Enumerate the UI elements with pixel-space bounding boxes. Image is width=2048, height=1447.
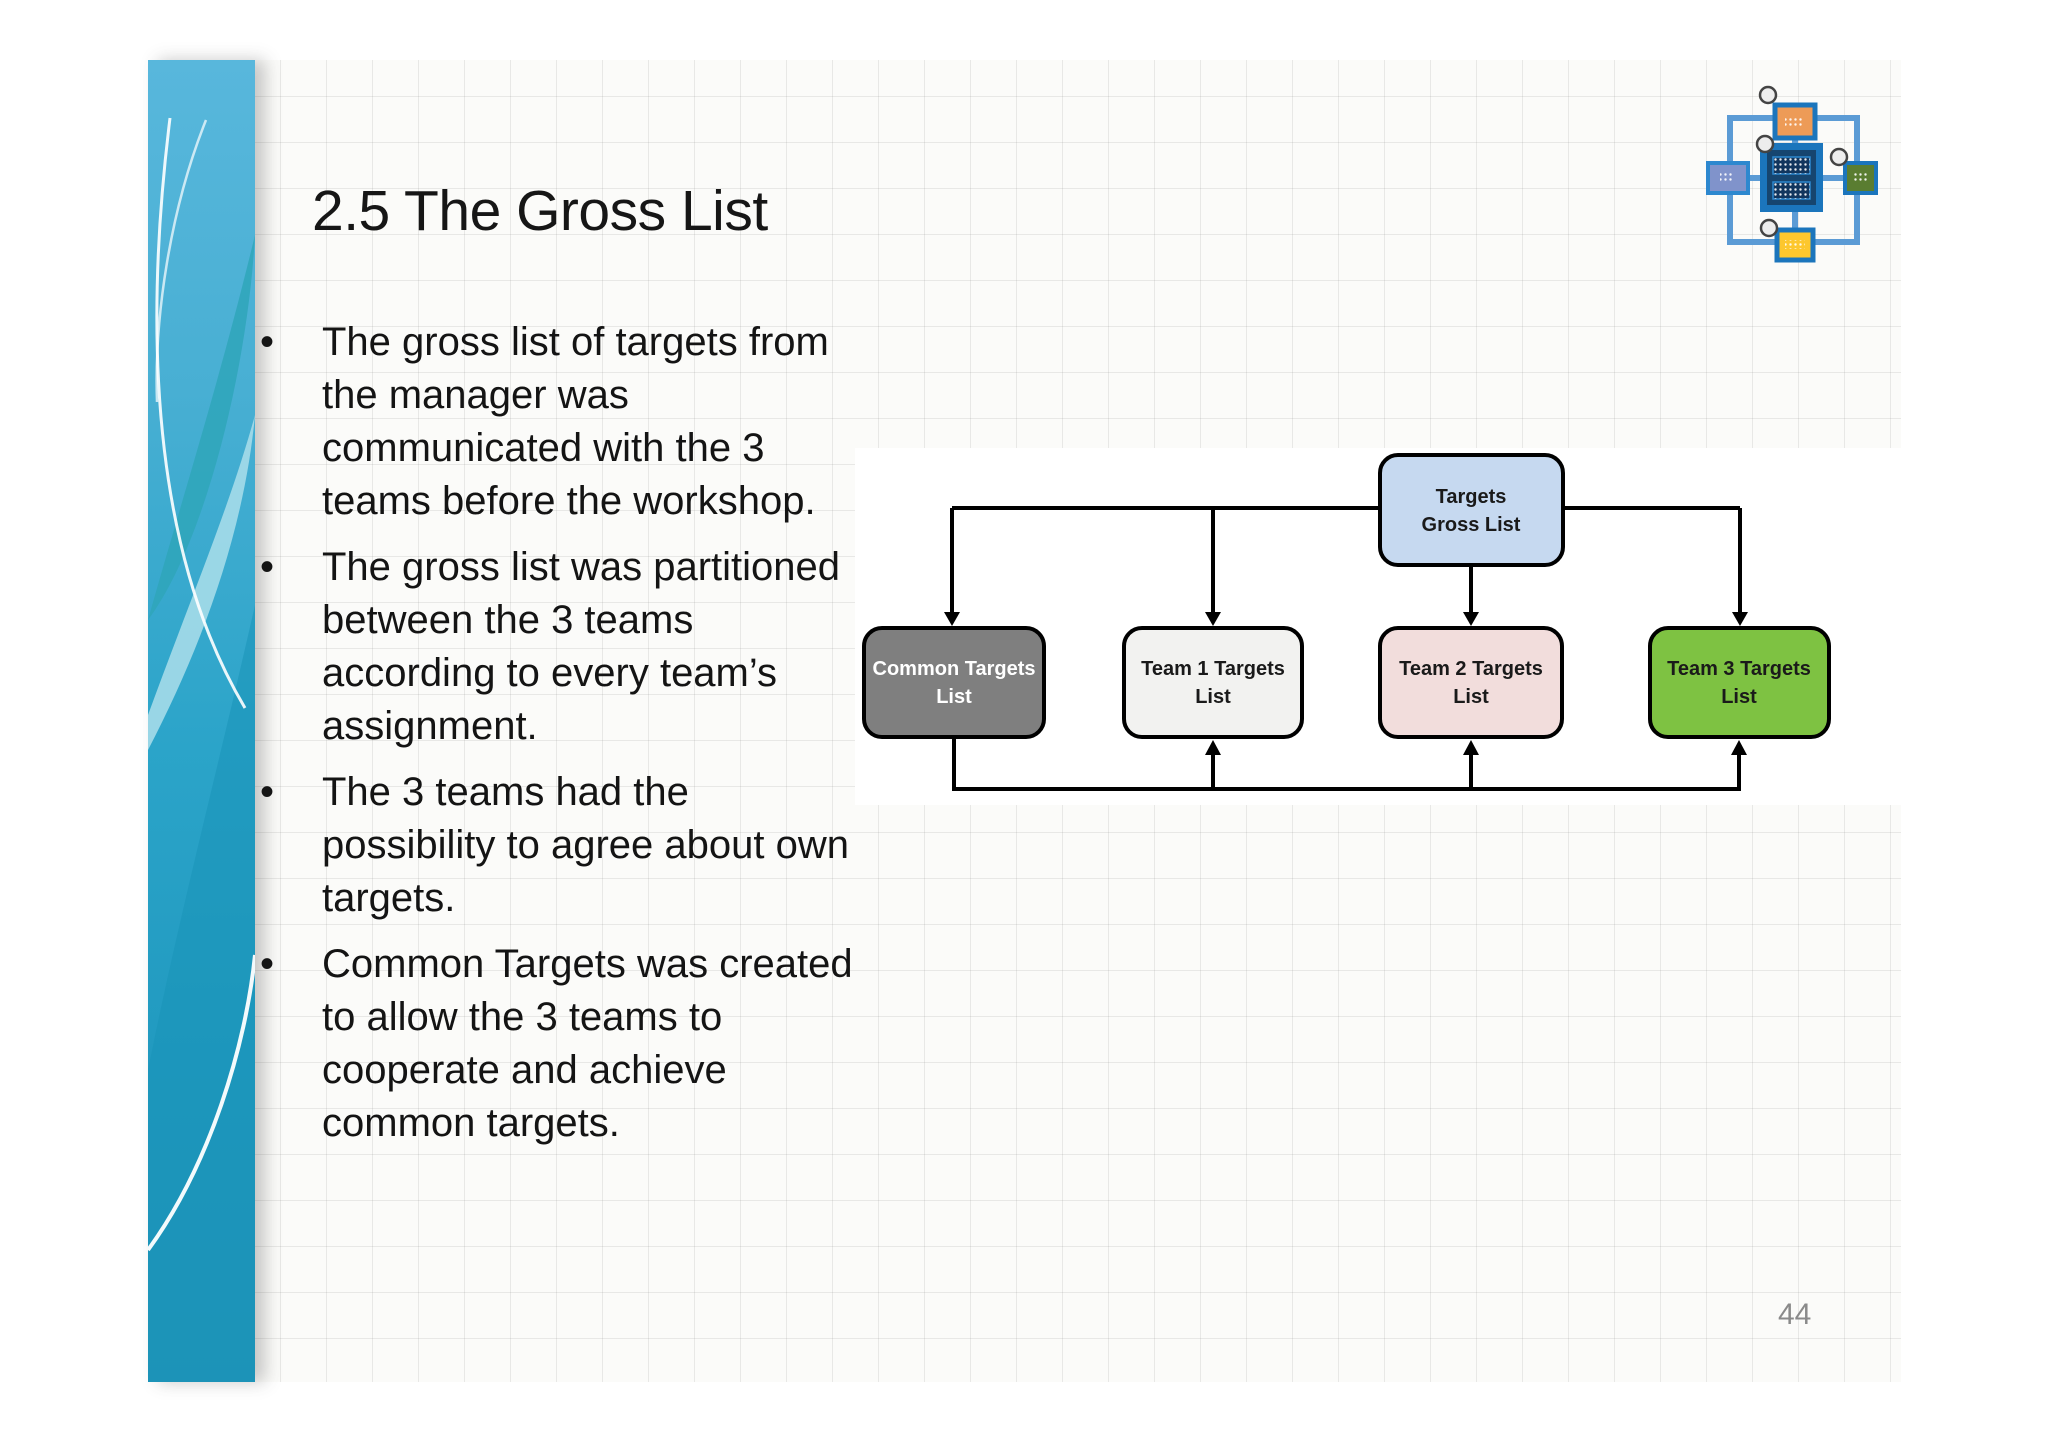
gross-list-label-line1: Targets [1436, 486, 1507, 508]
team2-targets-label-line1: Team 2 Targets [1399, 658, 1543, 680]
logo-node-green-texture [1853, 173, 1867, 182]
logo-ring-marker [1755, 134, 1775, 154]
flow-diagram-panel: Targets Gross List Common Targets List T… [855, 448, 1905, 805]
bullet-marker: • [260, 320, 275, 364]
bullet-text: The gross list of targets from the manag… [322, 320, 829, 523]
team1-targets-box [1122, 626, 1304, 739]
bullet-item: • The gross list was partitioned between… [250, 541, 866, 753]
bullet-text: The 3 teams had the possibility to agree… [322, 770, 849, 920]
team2-targets-box [1378, 626, 1564, 739]
bullet-item: • The 3 teams had the possibility to agr… [250, 766, 866, 925]
bullet-item: • The gross list of targets from the man… [250, 316, 866, 528]
common-targets-label-line2: List [936, 686, 972, 708]
flow-diagram: Targets Gross List Common Targets List T… [862, 453, 1831, 791]
arrowhead-down-team3 [1732, 612, 1748, 626]
bullet-marker: • [260, 545, 275, 589]
team3-targets-label-line2: List [1721, 686, 1757, 708]
bullet-text: Common Targets was created to allow the … [322, 942, 853, 1145]
logo-center-block2-texture [1773, 182, 1810, 199]
team1-targets-label-line2: List [1195, 686, 1231, 708]
logo-icon [1706, 85, 1878, 263]
arrowhead-down-common [944, 612, 960, 626]
bullet-marker: • [260, 942, 275, 986]
bullet-marker: • [260, 770, 275, 814]
arrowhead-down-team1 [1205, 612, 1221, 626]
page-title: 2.5 The Gross List [312, 179, 768, 243]
logo-ring-marker [1759, 218, 1779, 238]
logo-center-block1-texture [1773, 157, 1810, 174]
page-number: 44 [1778, 1298, 1812, 1331]
bullet-text: The gross list was partitioned between t… [322, 545, 841, 748]
logo-node-lavender [1706, 161, 1750, 195]
common-targets-label-line1: Common Targets [873, 658, 1036, 680]
team1-targets-label-line1: Team 1 Targets [1141, 658, 1285, 680]
connector-feedback [952, 737, 1741, 791]
bullet-item: • Common Targets was created to allow th… [250, 938, 866, 1150]
logo-node-green [1843, 161, 1878, 195]
logo-node-orange [1772, 102, 1818, 141]
stripe-swoosh-graphic [148, 117, 255, 1382]
logo-ring-marker [1829, 147, 1849, 167]
logo-node-lavender-texture [1720, 173, 1734, 182]
arrowhead-up-team1 [1205, 740, 1221, 755]
arrowhead-up-team2 [1463, 740, 1479, 755]
bullet-list: • The gross list of targets from the man… [250, 316, 866, 1163]
logo-node-yellow-texture [1785, 240, 1805, 249]
logo-node-orange-texture [1785, 116, 1803, 126]
team3-targets-label-line1: Team 3 Targets [1667, 658, 1811, 680]
gross-list-label-line2: Gross List [1422, 514, 1521, 536]
team3-targets-box [1648, 626, 1831, 739]
common-targets-box [862, 626, 1046, 739]
team2-targets-label-line2: List [1453, 686, 1489, 708]
gross-list-box [1378, 453, 1565, 567]
decorative-side-stripe [148, 60, 255, 1382]
arrowhead-down-team2 [1463, 612, 1479, 626]
arrowhead-up-team3 [1731, 740, 1747, 755]
logo-ring-marker [1758, 85, 1778, 105]
